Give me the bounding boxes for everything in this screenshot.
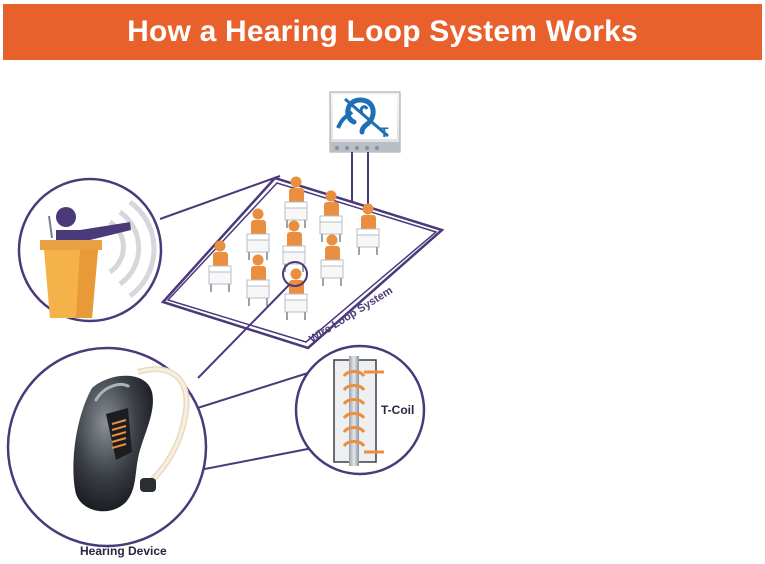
sign-letter: T bbox=[380, 124, 389, 140]
chair bbox=[319, 190, 343, 242]
listener-highlight bbox=[282, 261, 308, 287]
speaker-circle bbox=[17, 177, 163, 323]
hearing-loop-sign: T bbox=[329, 91, 401, 153]
chair bbox=[208, 240, 232, 292]
chair bbox=[284, 176, 308, 228]
hearing-aid-icon bbox=[73, 366, 190, 512]
audience-chairs bbox=[208, 176, 380, 320]
speaker-at-podium-icon bbox=[40, 207, 131, 318]
hearing-loop-ear-icon: T bbox=[333, 95, 397, 140]
page-title: How a Hearing Loop System Works bbox=[127, 15, 638, 48]
telecoil-icon bbox=[333, 356, 384, 466]
chair bbox=[246, 254, 270, 306]
tcoil-label: T-Coil bbox=[381, 403, 414, 417]
chair bbox=[246, 208, 270, 260]
tcoil-circle: T-Coil bbox=[294, 344, 426, 476]
chair bbox=[282, 220, 306, 272]
hearing-device-label: Hearing Device bbox=[80, 544, 167, 558]
title-banner: How a Hearing Loop System Works bbox=[3, 4, 762, 60]
hearing-device-circle: Hearing Device bbox=[6, 346, 208, 558]
chair bbox=[320, 234, 344, 286]
chair bbox=[356, 203, 380, 255]
